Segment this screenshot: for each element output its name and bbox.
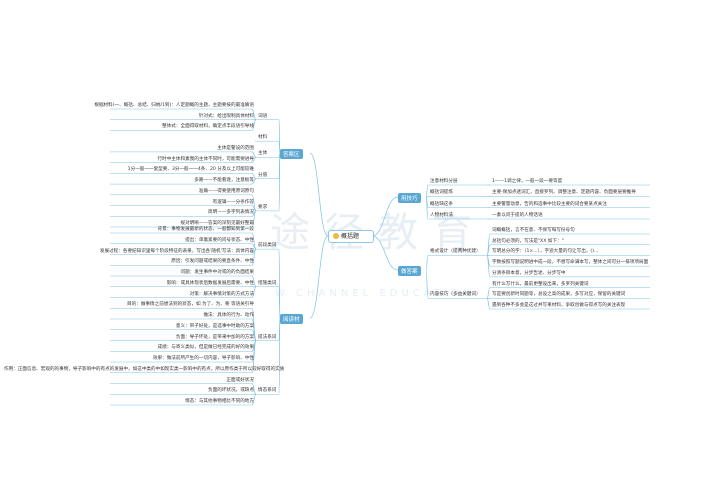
right-item-text: 1——1调之律，一般一段一要等度 (492, 179, 563, 184)
left-item-text: 影响：或具体现状后数据发展后需要、中性 (166, 280, 254, 286)
left-item-text: 负面的坏状况，或缺点 (208, 388, 254, 394)
right-group-label: 人物材料法 (430, 213, 453, 218)
right-item-text: 字数按照写题说明进中成一段，不想写命满本写，整体之间可分一排项项局面 (492, 260, 649, 266)
left-item-text: 有逻辑——分条作答 (212, 199, 254, 205)
watermark-latin: W CHANNEL EDUCATION (275, 288, 475, 299)
right-group-label: 内容技巧（多益关键词） (430, 292, 481, 298)
left-item-text: 根据材料(一、概括、总结、归纳/1到)：人定题概的主题，主题要按的最准确语 (94, 103, 254, 108)
left-branch-node[interactable]: 阅读材 (280, 314, 303, 324)
left-group-label: 前段类词 (258, 243, 277, 249)
connector-line (309, 152, 329, 237)
connector-line (425, 196, 429, 220)
center-topic-label: 概括题 (341, 233, 360, 240)
left-branch-node[interactable]: 答案区 (280, 149, 303, 159)
left-item-text: 行时中主体和素我的主体不同时，可能需要进导 (157, 156, 254, 162)
right-item-text: 写是要创新时同题等，总设之高的成果，多写对应，保留的关键词 (492, 292, 626, 298)
left-item-text: 1分一般一一套型要、3分一般一一4条、20 分及以上可能较难 (127, 167, 254, 173)
left-item-text: 整体式：全面得取材料，确定点丰段语引导线 (162, 124, 254, 130)
connector-line (371, 196, 399, 237)
connector-line (251, 393, 257, 406)
right-group-label: 概括缺这条 (430, 201, 453, 207)
connector-line (278, 152, 281, 212)
left-item-text: 多路——不能看逐，注意板等 (194, 178, 254, 184)
left-item-text: 作用：正面信息、宏观的的事物，导子影响中的有点的发展中，如这中类的中如现实类一影… (4, 366, 285, 372)
connector-line (486, 255, 491, 278)
right-item-text: 写明总分的字：（1×...），字迹大量的句让写出，()... (492, 249, 599, 255)
connector-line (425, 255, 429, 271)
left-item-text: 准确——得要使用原词原句 (198, 188, 254, 194)
left-group-label: 词语 (258, 113, 268, 119)
connector-line (251, 119, 257, 131)
connector-line (371, 235, 399, 271)
left-item-text: 简明——多字列表情况 (208, 210, 254, 216)
connector-line (278, 286, 281, 319)
connector-line (278, 140, 281, 154)
connector-line (251, 286, 257, 298)
left-group-label: 提法系词 (258, 334, 277, 340)
right-item-text: 总括句必须的，写法是"XX 如下：" (492, 238, 564, 244)
left-item-text: 问题：发生事件中对或的的负面结果 (180, 270, 254, 275)
connector-line (486, 297, 491, 310)
left-item-text: 效果：做法前所产生的一切内容，导子影响、中性 (152, 356, 254, 361)
left-item-text: 提出：单着紧要的问号状态、中性 (185, 237, 254, 243)
left-item-text: 正面或好状况 (226, 377, 254, 383)
right-group-label: 注意材料分层 (430, 179, 458, 184)
connector-line (251, 210, 257, 228)
right-item-text: 一素以问于提的人物话语 (492, 213, 543, 218)
left-item-text: 意义：带子好处，是选事中时助的方案 (175, 323, 254, 329)
left-item-text: 负面：导子坏处，是带来中加的的方案 (175, 334, 254, 340)
right-item-text: 分清条目本意，分步告述、分步写中 (492, 270, 566, 276)
right-branch-node[interactable]: 做答案 (398, 266, 421, 276)
left-group-label: 主体 (258, 151, 268, 157)
connector-line (278, 317, 281, 395)
connector-line (251, 340, 257, 374)
right-item-text: 有什么写什么，最前更整设出来，多罗列关键词 (492, 281, 589, 287)
left-item-text: 针对式：给出限制具体材料 (198, 113, 254, 119)
right-branch-node[interactable]: 用技巧 (398, 193, 421, 203)
connector-line (425, 184, 429, 198)
left-item-text: 发展过程：各要纪知识里每个阶段特征的表果，写出各'随机'写法：具体内容 (99, 248, 254, 254)
left-item-text: 规对明晰——答案的深刻见最好整篇 (180, 221, 254, 226)
right-item-text: 遇到各种不多会是这过并写果材料，争取创做与得点写的关注表现 (492, 303, 626, 308)
left-item-text: 原因：引发问题或结果的要直条件、中性 (171, 259, 254, 265)
right-item-text: 主要警量动意，告的和选事中比较主要的词合要某点关注 (492, 201, 607, 207)
connector-line (425, 269, 429, 299)
left-item-text: 主体是警设的范围 (217, 145, 254, 151)
left-group-label: 情态系词 (258, 388, 277, 394)
left-item-text: 成绩：与寄义类似，但是做已经完成的好的效果 (157, 345, 254, 351)
left-item-text: 做法：具体的行为、动作 (203, 313, 254, 318)
connector-line (251, 178, 257, 185)
left-group-label: 材料 (258, 135, 268, 141)
left-item-text: 对策：解决事情对策的方式方法 (189, 291, 254, 297)
connector-line (251, 156, 257, 163)
connector-line (251, 248, 257, 266)
left-group-label: 要求 (258, 204, 268, 210)
right-item-text: 词概概括，言不在意、不保写每写份号句 (492, 228, 575, 233)
right-group-label: 概括词提炼 (430, 190, 453, 196)
center-bullet-icon (333, 233, 339, 239)
left-item-text: 背景：事物发展最新的状态、一般都知到第一段 (157, 227, 254, 232)
right-item-text: 主要·保加点透词汇、直接罗列、调整注意、定题内容、负面要层要推导 (492, 190, 636, 196)
connector-line (309, 235, 329, 319)
right-group-label: 格式设计（提两种优建） (430, 249, 481, 255)
left-item-text: 情态：与其他事物相比不同的地方 (185, 399, 254, 404)
left-group-label: 分值 (258, 172, 268, 178)
center-topic[interactable]: 概括题 (328, 230, 374, 243)
left-item-text: 目的：做事情之前想法到的状态，如 为了、为、要 等语关引导 (127, 302, 254, 308)
connector-line (486, 287, 491, 299)
left-group-label: 措施类词 (258, 280, 277, 286)
